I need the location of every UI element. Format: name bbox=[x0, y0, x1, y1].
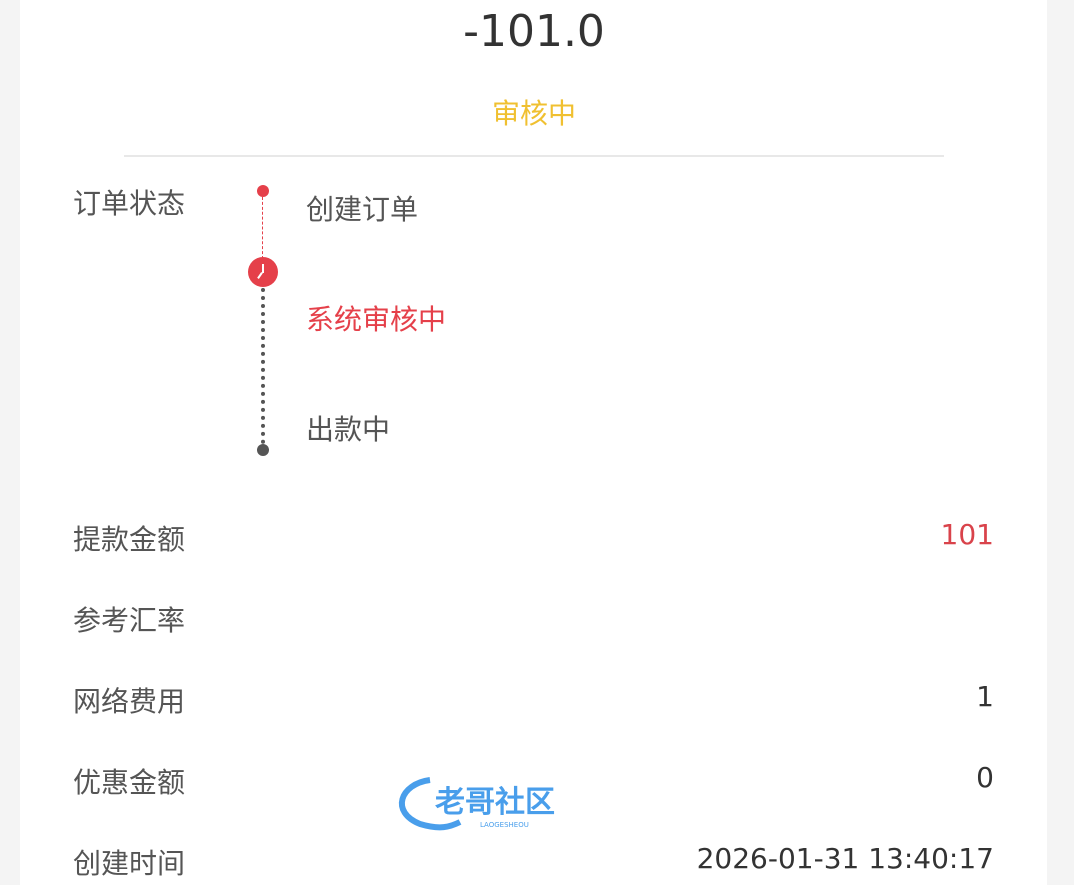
step-payout: 出款中 bbox=[306, 413, 391, 446]
order-status-badge: 审核中 bbox=[491, 97, 576, 130]
created-time-value: 2026-01-31 13:40:17 bbox=[696, 842, 994, 875]
network-fee-value: 1 bbox=[976, 680, 994, 713]
withdraw-amount-label: 提款金额 bbox=[73, 523, 186, 556]
discount-label: 优惠金额 bbox=[73, 766, 186, 799]
svg-text:老哥社区: 老哥社区 bbox=[435, 785, 555, 820]
timeline-line bbox=[262, 197, 263, 259]
discount-value: 0 bbox=[976, 761, 994, 794]
watermark-logo: 老哥社区 LAOGESHEOU bbox=[398, 777, 555, 831]
order-amount: -101.0 bbox=[463, 6, 605, 57]
created-time-label: 创建时间 bbox=[73, 847, 186, 880]
exchange-rate-label: 参考汇率 bbox=[73, 604, 186, 637]
clock-icon bbox=[248, 257, 278, 287]
timeline-line bbox=[261, 288, 265, 444]
network-fee-label: 网络费用 bbox=[73, 685, 186, 718]
step-system-review: 系统审核中 bbox=[306, 303, 447, 336]
step-create-order: 创建订单 bbox=[306, 193, 419, 226]
order-status-label: 订单状态 bbox=[73, 187, 186, 220]
order-detail-card bbox=[20, 0, 1047, 885]
svg-text:LAOGESHEOU: LAOGESHEOU bbox=[480, 821, 529, 829]
divider bbox=[124, 155, 944, 157]
step-pending-dot-icon bbox=[257, 444, 269, 456]
withdraw-amount-value: 101 bbox=[940, 518, 994, 551]
step-done-dot-icon bbox=[257, 185, 269, 197]
